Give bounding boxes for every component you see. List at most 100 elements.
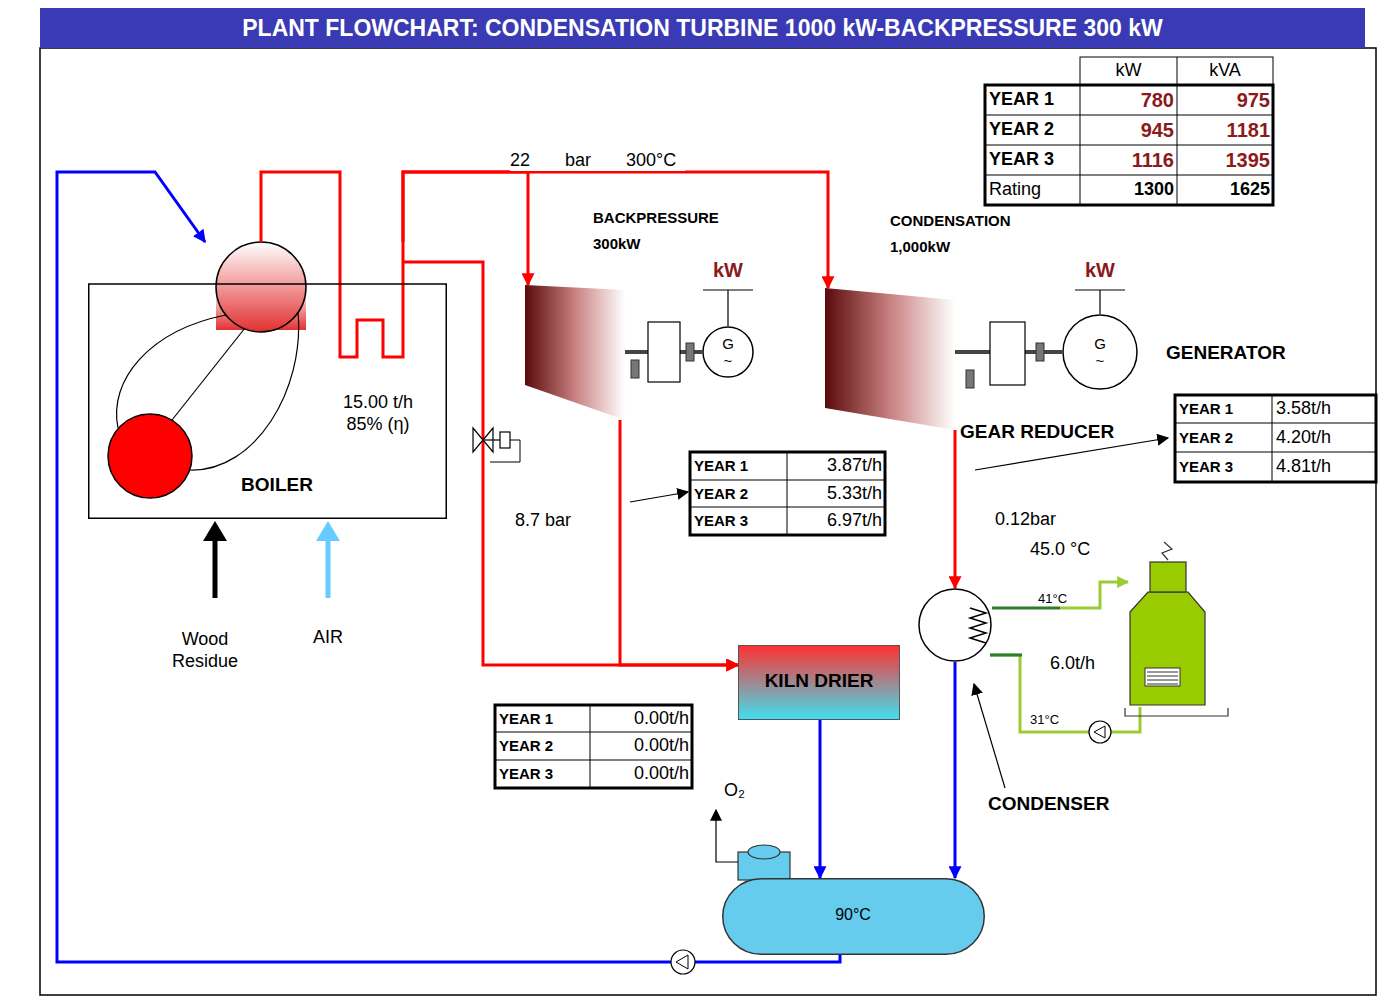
leader-arrows — [630, 438, 1168, 788]
condenser: CONDENSER — [918, 588, 992, 662]
plant-label: 8.7 bar — [515, 508, 605, 534]
table-border — [1175, 395, 1376, 482]
table-line — [1177, 57, 1178, 85]
drawing-stroke — [975, 438, 1168, 470]
node-outline — [525, 285, 625, 420]
backpressure-turbine: BACKPRESSURE 300kW — [525, 285, 625, 420]
table-border — [985, 85, 1273, 205]
drawing-stroke — [190, 312, 299, 470]
table-cell: 1395 — [1177, 145, 1270, 175]
drawing-stroke — [473, 428, 483, 452]
outline-shape — [703, 327, 753, 377]
plant-label: kVA — [1177, 57, 1273, 85]
node-label: CONDENSER — [988, 793, 1128, 816]
table-line — [787, 452, 788, 535]
drawing-stroke — [1036, 343, 1044, 361]
drawing-stroke — [213, 540, 218, 598]
outline-shape — [970, 608, 986, 643]
plant-label: O₂ — [724, 780, 758, 802]
drawing-stroke — [40, 48, 1376, 995]
drawing-stroke — [483, 439, 500, 440]
pipe-connector — [403, 172, 528, 285]
plant-label: kW — [1080, 57, 1177, 85]
plant-label: GENERATOR — [1166, 340, 1316, 366]
table-line — [590, 705, 591, 788]
pipe-connector — [819, 720, 822, 878]
table-cell: YEAR 1 — [1179, 395, 1271, 423]
drawing-stroke — [1125, 708, 1228, 716]
table-cell: 945 — [1080, 115, 1174, 145]
drawing-stroke — [1130, 592, 1205, 705]
drawing-stroke — [326, 540, 331, 598]
plant-label: 0.00t/h — [594, 732, 689, 760]
drawing-stroke — [500, 432, 510, 448]
plant-label: 0.00t/h — [594, 705, 689, 732]
pipe-connector — [403, 172, 828, 288]
outline-shape — [89, 284, 447, 518]
plant-label: 1300 — [1080, 175, 1174, 205]
drawing-stroke — [261, 172, 403, 357]
plant-label: 5.33t/h — [787, 480, 882, 507]
plant-label: GEAR REDUCER — [960, 420, 1145, 444]
drawing-stroke — [686, 343, 694, 361]
plant-label: 4.20t/h — [1276, 423, 1374, 452]
drawing-stroke — [974, 684, 1005, 788]
meter-label: kW — [1060, 258, 1140, 282]
drawing-stroke — [117, 315, 226, 428]
drawing-stroke — [992, 607, 1060, 610]
diagram-title: PLANT FLOWCHART: CONDENSATION TURBINE 10… — [242, 15, 1162, 42]
table-cell: 780 — [1080, 85, 1174, 115]
drawing-stroke — [108, 414, 192, 498]
drawing-stroke — [490, 440, 520, 462]
deaerator-dome — [716, 810, 790, 880]
drawing-stroke — [216, 242, 306, 332]
table-line — [985, 115, 1273, 116]
node-label: CONDENSATION 1,000kW — [890, 208, 1040, 260]
table-cell: YEAR 3 — [694, 507, 786, 535]
outline-shape — [723, 879, 985, 955]
plant-label: 3.58t/h — [1276, 395, 1374, 423]
drawing-stroke — [172, 328, 245, 420]
node-label: 90°C — [823, 905, 883, 924]
plant-label: 0.12bar — [995, 508, 1085, 532]
plant-label: 41°C — [1038, 591, 1078, 606]
feed-pump — [671, 950, 695, 974]
plant-label: 6.0t/h — [1050, 652, 1120, 676]
plant-label: 6.97t/h — [787, 507, 882, 535]
drawing-stroke — [671, 950, 695, 974]
drawing-stroke — [676, 955, 688, 969]
plant-label: 31°C — [1030, 712, 1070, 728]
boiler-internals — [108, 172, 447, 498]
table-line — [985, 175, 1273, 176]
pipe-connector — [954, 662, 957, 878]
drawing-stroke — [1099, 290, 1100, 314]
plant-label: 0.00t/h — [594, 760, 689, 788]
table-cell: 1181 — [1177, 115, 1270, 145]
node-label: G ~ — [718, 335, 738, 369]
drawing-stroke — [648, 322, 680, 382]
node-label: BACKPRESSURE 300kW — [593, 205, 723, 257]
plant-label: YEAR 2 — [989, 115, 1079, 145]
outline-shape — [919, 589, 991, 661]
table-line — [1175, 423, 1376, 424]
table-cell: YEAR 3 — [499, 760, 589, 788]
pipe-connector — [57, 172, 840, 962]
drawing-stroke — [703, 289, 753, 290]
drawing-stroke — [1060, 582, 1128, 608]
table-line — [1175, 452, 1376, 453]
drawing-stroke — [716, 810, 738, 862]
plant-label: 1625 — [1177, 175, 1270, 205]
title-band: PLANT FLOWCHART: CONDENSATION TURBINE 10… — [40, 8, 1365, 48]
outline-shape — [525, 285, 625, 420]
outline-shape — [825, 288, 955, 430]
drawing-stroke — [727, 290, 728, 326]
drawing-stroke — [1162, 542, 1172, 560]
plant-label: Wood Residue — [150, 625, 260, 677]
generator-circle: kWG ~ — [702, 326, 754, 378]
deaerator-tank: 90°C — [722, 878, 985, 955]
pipe-connector — [620, 420, 738, 665]
drawing-stroke — [1145, 668, 1180, 686]
drawing-stroke — [748, 845, 780, 859]
node-outline — [918, 588, 992, 662]
